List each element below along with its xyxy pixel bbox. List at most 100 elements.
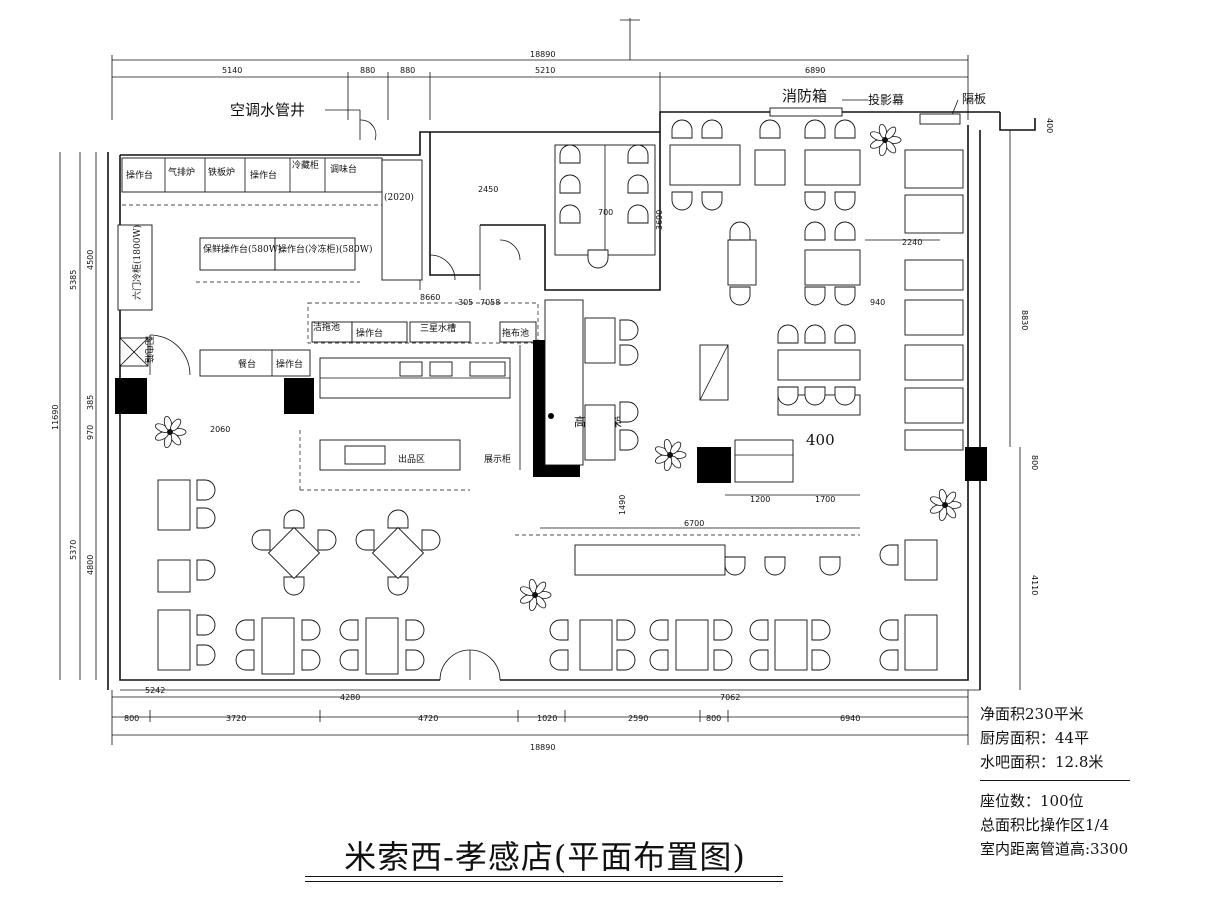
chair	[834, 324, 856, 344]
chair	[804, 119, 826, 139]
right-dimensions: 8830 4110 800 400	[1009, 118, 1054, 690]
chair	[549, 619, 569, 641]
chair	[616, 619, 636, 641]
label-wash-sink: 三星水槽	[420, 322, 456, 334]
dim-bottom-1: 800	[124, 714, 139, 723]
dim-940: 940	[870, 298, 885, 307]
area-stats: 净面积230平米 厨房面积：44平 水吧面积：12.8米 座位数：100位 总面…	[980, 702, 1200, 861]
title-underline-1	[305, 876, 783, 877]
chair	[301, 649, 321, 671]
chair	[804, 286, 826, 306]
chair	[283, 576, 305, 596]
chair	[713, 619, 733, 641]
chair	[764, 556, 786, 576]
label-clean-sink: 洁拖池	[313, 321, 340, 333]
dim-left-5: 970	[86, 425, 95, 440]
label-seasoning: 调味台	[330, 163, 357, 175]
dim-left-6: 385	[86, 395, 95, 410]
chair	[339, 649, 359, 671]
chair	[671, 191, 693, 211]
chair	[235, 619, 255, 641]
chair	[301, 619, 321, 641]
upper-dining: 700 3690 2240 1300 940	[554, 144, 964, 451]
svg-text:(2020): (2020)	[384, 192, 414, 203]
dim-bottom-6: 800	[706, 714, 721, 723]
plant-icon	[870, 123, 902, 157]
chair	[196, 559, 216, 581]
dim-2060: 2060	[210, 425, 230, 434]
chair	[649, 649, 669, 671]
dim-right-2: 4110	[1030, 575, 1039, 595]
chair	[804, 221, 826, 241]
chair	[619, 344, 639, 366]
chair	[619, 429, 639, 451]
stat-net-area: 净面积230平米	[980, 705, 1084, 723]
chair	[879, 619, 899, 641]
dim-top-5: 6890	[805, 66, 825, 75]
label-partition: 隔板	[962, 92, 986, 106]
chair	[804, 191, 826, 211]
title-underline-2	[305, 881, 783, 882]
chair	[627, 174, 649, 194]
dim-305: 305	[458, 298, 473, 307]
dim-7062: 7062	[720, 693, 740, 702]
chair	[724, 556, 746, 576]
plants	[155, 123, 962, 612]
label-dist-box: 配电箱	[143, 336, 155, 363]
chair	[729, 221, 751, 241]
chair	[649, 619, 669, 641]
label-ac-pipe: 空调水管井	[230, 101, 305, 119]
chair	[701, 119, 723, 139]
dim-top-4: 5210	[535, 66, 555, 75]
dim-left-total: 11690	[51, 405, 60, 430]
chair	[759, 119, 781, 139]
dim-right-3: 800	[1030, 455, 1039, 470]
label-op-table-2: 操作台	[250, 169, 277, 181]
dim-bottom-2: 3720	[226, 714, 246, 723]
chair	[834, 221, 856, 241]
label-display-cab: 展示柜	[484, 453, 511, 465]
chair	[559, 204, 581, 224]
label-dish-pool: 拖布池	[502, 327, 529, 339]
dim-bottom-7: 6940	[840, 714, 860, 723]
chair	[671, 119, 693, 139]
chair	[834, 191, 856, 211]
chair	[339, 619, 359, 641]
chair	[834, 119, 856, 139]
chair	[749, 649, 769, 671]
dim-right-1: 8830	[1020, 310, 1029, 330]
page-title: 米索西-孝感店(平面布置图)	[344, 838, 746, 876]
stat-ceiling: 室内距离管道高:3300	[980, 840, 1129, 858]
stat-bar-area: 水吧面积：12.8米	[980, 753, 1104, 771]
bottom-dimensions: 5242 4280 7062 800 3720 4720 1020 2590 8…	[111, 686, 969, 752]
dim-right-4: 400	[1045, 118, 1054, 133]
chair	[387, 509, 409, 529]
label-op-cold: 操作台(冷冻柜)(580W)	[278, 243, 372, 255]
plant-icon	[155, 415, 187, 449]
chair	[627, 144, 649, 164]
dim-left-3: 5370	[69, 540, 78, 560]
plant-icon	[655, 438, 687, 472]
stat-seats: 座位数：100位	[980, 792, 1084, 810]
dim-top-2: 880	[360, 66, 375, 75]
dim-bottom-total: 18890	[530, 743, 555, 752]
dim-4280: 4280	[340, 693, 360, 702]
chair	[559, 144, 581, 164]
chair	[713, 649, 733, 671]
dim-bottom-3: 4720	[418, 714, 438, 723]
top-labels: 空调水管井 消防箱 投影幕 隔板	[230, 87, 986, 141]
dim-top-1: 5140	[222, 66, 242, 75]
dim-top-3: 880	[400, 66, 415, 75]
label-op-table-1: 操作台	[126, 169, 153, 181]
dim-left-2: 4500	[86, 250, 95, 270]
top-dimensions: 18890 5140 880 880 5210 6890	[111, 18, 969, 120]
label-dim-400: 400	[806, 431, 835, 449]
chair	[619, 401, 639, 423]
chair	[251, 529, 271, 551]
chair	[387, 576, 409, 596]
label-warm-op: 保鲜操作台(580W)	[203, 243, 281, 255]
label-door-fridge: 六门冷柜(1800W)	[131, 225, 143, 300]
label-dining-table: 餐台	[238, 358, 256, 370]
chair	[777, 386, 799, 406]
